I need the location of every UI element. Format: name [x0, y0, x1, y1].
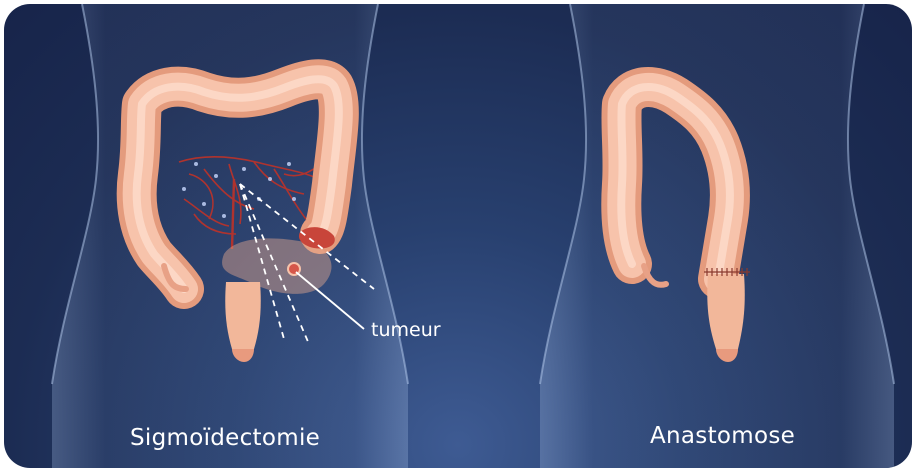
tumor-label: tumeur: [371, 319, 441, 341]
anatomy-illustration: [4, 4, 912, 468]
caption-anastomosis: Anastomose: [650, 423, 795, 449]
illustration-frame: tumeur Sigmoïdectomie Anastomose: [4, 4, 912, 468]
caption-sigmoidectomy: Sigmoïdectomie: [130, 425, 320, 451]
torso-left: [52, 4, 408, 468]
